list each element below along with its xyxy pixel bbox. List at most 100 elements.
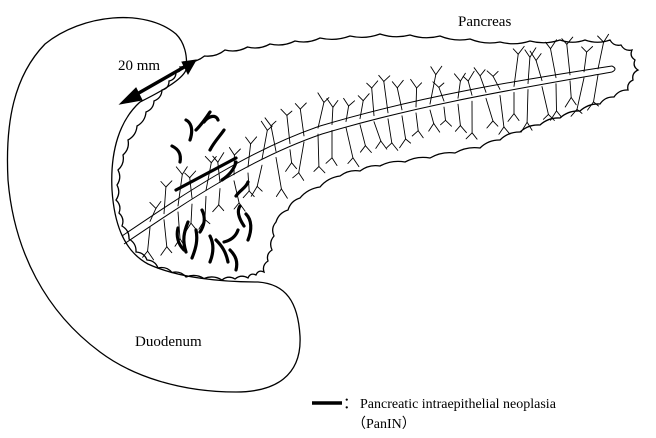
side-duct-branch bbox=[164, 220, 167, 247]
side-duct-branch bbox=[332, 158, 337, 166]
side-duct-branch bbox=[299, 173, 304, 181]
side-duct-branch bbox=[567, 44, 570, 74]
side-duct-branch bbox=[205, 156, 211, 162]
side-duct-branch bbox=[276, 157, 281, 188]
side-duct-branch bbox=[474, 68, 480, 76]
side-duct-branch bbox=[387, 143, 392, 148]
legend-separator: ： bbox=[343, 396, 358, 412]
side-duct-branch bbox=[480, 76, 486, 92]
side-duct-branch bbox=[293, 173, 299, 178]
side-duct-branch bbox=[349, 101, 355, 106]
side-duct-branch bbox=[571, 98, 576, 105]
side-duct-branch bbox=[594, 75, 599, 102]
side-duct-branch bbox=[206, 163, 211, 191]
side-duct-branch bbox=[493, 71, 498, 76]
side-duct-branch bbox=[400, 139, 406, 148]
legend-text-line2: （PanIN） bbox=[352, 416, 416, 432]
side-duct-branch bbox=[430, 75, 436, 104]
side-duct-branch bbox=[565, 98, 571, 108]
side-duct-branch bbox=[567, 37, 573, 44]
side-duct-branch bbox=[454, 74, 460, 81]
side-duct-branch bbox=[486, 98, 493, 121]
side-duct-branch bbox=[346, 128, 353, 158]
side-duct-branch bbox=[500, 95, 504, 127]
side-duct-branch bbox=[584, 52, 587, 72]
pancreatic-duct-upper bbox=[122, 66, 612, 236]
side-duct-branch bbox=[300, 109, 304, 136]
side-duct-branch bbox=[229, 148, 234, 156]
pancreatic-duct-lower bbox=[124, 72, 612, 244]
side-duct-branch bbox=[271, 126, 276, 152]
side-duct-branch bbox=[392, 82, 397, 88]
side-duct-branch bbox=[412, 131, 418, 136]
side-duct-branch bbox=[251, 186, 257, 196]
side-duct-branch bbox=[287, 115, 290, 143]
side-duct-branch bbox=[493, 121, 498, 126]
side-duct-branch bbox=[392, 143, 398, 151]
side-duct-branch bbox=[598, 36, 604, 42]
side-duct-branch bbox=[276, 189, 281, 197]
side-duct-branch bbox=[429, 124, 434, 132]
side-duct-branch bbox=[319, 167, 325, 173]
side-duct-branch bbox=[480, 70, 485, 76]
side-duct-branch bbox=[156, 202, 161, 209]
side-duct-branch bbox=[441, 120, 446, 125]
side-duct-branch bbox=[468, 71, 474, 81]
side-duct-branch bbox=[365, 146, 371, 153]
side-duct-branch bbox=[374, 122, 381, 141]
side-duct-branch bbox=[262, 130, 267, 159]
legend-text-line1: Pancreatic intraepithelial neoplasia bbox=[360, 397, 557, 412]
side-duct-branch bbox=[261, 121, 267, 130]
side-duct-branch bbox=[271, 121, 276, 126]
side-duct-branch bbox=[571, 109, 577, 116]
side-duct-branch bbox=[487, 121, 493, 128]
side-duct-branch bbox=[185, 173, 190, 178]
side-duct-branch bbox=[527, 90, 528, 123]
side-duct-branch bbox=[292, 163, 297, 169]
side-duct-branch bbox=[191, 223, 196, 229]
side-duct-branch bbox=[327, 99, 333, 108]
side-duct-branch bbox=[251, 137, 257, 144]
side-duct-branch bbox=[346, 106, 349, 122]
side-duct-branch bbox=[213, 205, 219, 212]
side-duct-branch bbox=[468, 81, 472, 95]
side-duct-branch bbox=[148, 227, 150, 251]
side-duct-branch bbox=[318, 93, 324, 103]
side-duct-branch bbox=[367, 83, 372, 88]
side-duct-branch bbox=[463, 76, 468, 81]
pancreas-outline bbox=[116, 34, 638, 280]
side-duct-branch bbox=[504, 127, 510, 134]
side-duct-branch bbox=[318, 134, 319, 166]
side-duct-branch bbox=[434, 124, 440, 133]
side-duct-branch bbox=[384, 76, 390, 82]
side-duct-branch bbox=[402, 116, 406, 139]
side-duct-branch bbox=[372, 81, 378, 88]
side-duct-branch bbox=[318, 102, 324, 128]
side-duct-branch bbox=[191, 204, 192, 223]
side-duct-branch bbox=[257, 165, 262, 186]
side-duct-branch bbox=[430, 110, 434, 123]
side-duct-branch bbox=[150, 208, 156, 221]
side-duct-branch bbox=[436, 66, 442, 74]
side-duct-branch bbox=[246, 137, 251, 144]
side-duct-branch bbox=[234, 149, 240, 155]
side-duct-branch bbox=[290, 150, 292, 163]
side-duct-branch bbox=[460, 126, 466, 133]
side-duct-branch bbox=[300, 103, 306, 109]
side-duct-branch bbox=[397, 88, 402, 110]
side-duct-branch bbox=[439, 87, 444, 101]
side-duct-branch bbox=[299, 142, 304, 173]
side-duct-branch bbox=[363, 94, 369, 101]
side-duct-branch bbox=[406, 139, 411, 143]
side-duct-branch bbox=[376, 141, 381, 148]
side-duct-branch bbox=[166, 181, 172, 187]
side-duct-branch bbox=[446, 120, 452, 126]
duodenum-label: Duodenum bbox=[135, 334, 202, 350]
side-duct-branch bbox=[570, 81, 571, 98]
side-duct-branch bbox=[348, 158, 353, 164]
side-duct-branch bbox=[458, 81, 460, 98]
side-duct-branch bbox=[333, 101, 338, 108]
side-duct-branch bbox=[286, 163, 292, 172]
